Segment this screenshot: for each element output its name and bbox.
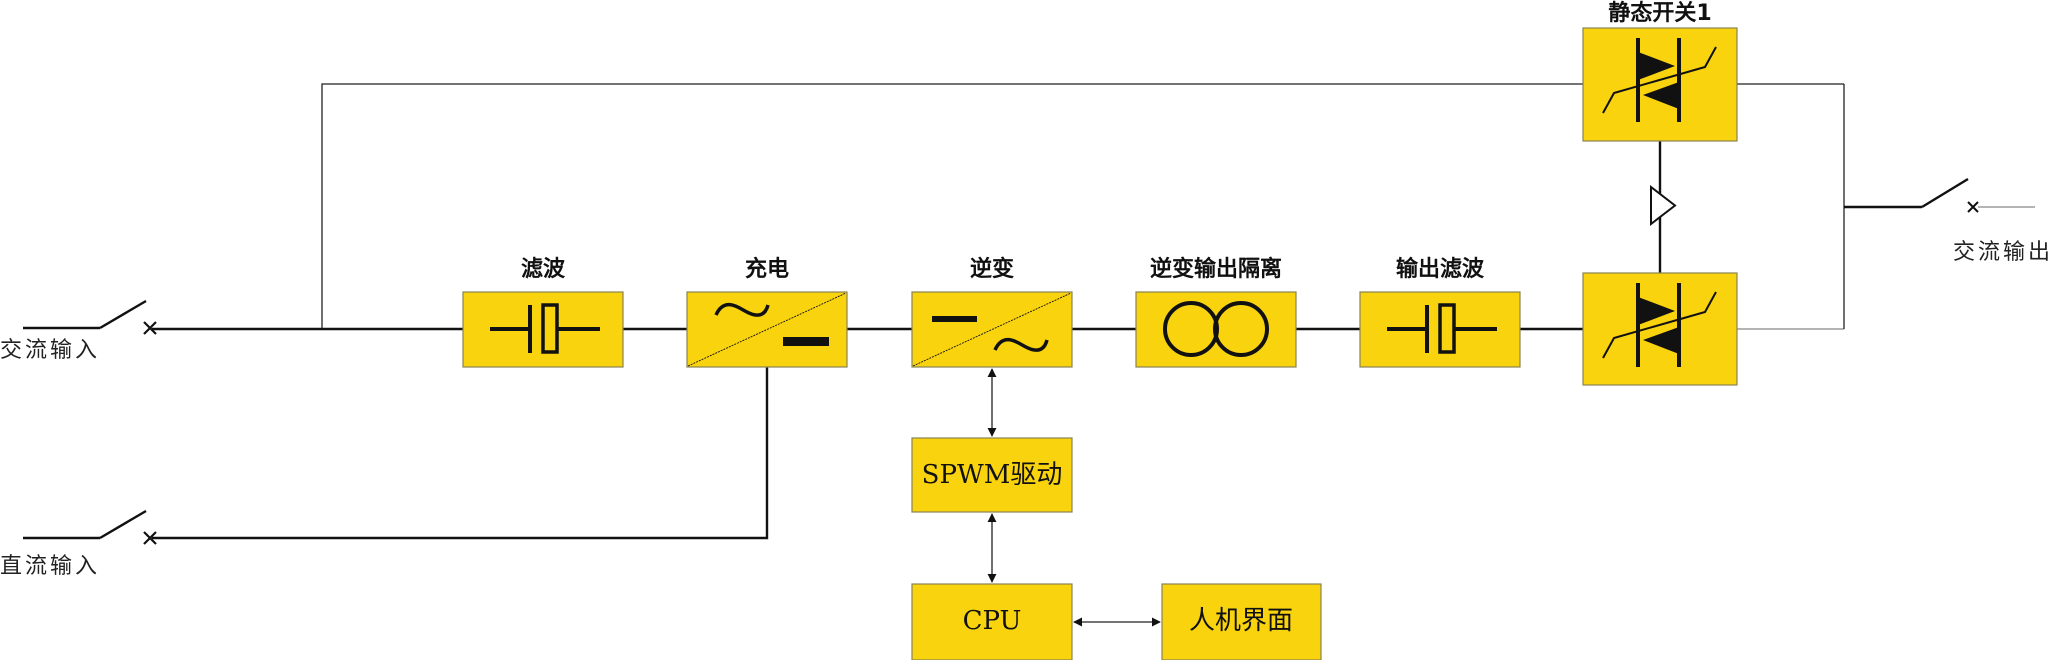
dc-input-label: 直流输入 <box>0 554 100 579</box>
wires <box>23 83 2035 627</box>
thyristor-switch-icon <box>1602 38 1717 122</box>
static-switch-1-block: 静态开关1 <box>1582 0 1738 142</box>
ac-dc-converter-icon <box>687 292 847 367</box>
inverter-block: 逆变 <box>911 256 1073 368</box>
output-filter-label: 输出滤波 <box>1396 256 1485 282</box>
dc-input-switch-icon <box>23 509 157 545</box>
output-filter-block: 输出滤波 <box>1359 256 1521 368</box>
cpu-block: CPU <box>911 583 1073 660</box>
ac-input-label: 交流输入 <box>0 338 100 363</box>
inverter-label: 逆变 <box>970 256 1014 282</box>
thyristor-switch-icon <box>1602 283 1717 367</box>
isolation-block: 逆变输出隔离 <box>1135 256 1297 368</box>
transformer-icon <box>1163 301 1269 357</box>
bypass-wire <box>321 83 1583 328</box>
ac-input-switch-icon <box>23 299 157 335</box>
hmi-label: 人机界面 <box>1189 606 1293 636</box>
hmi-block: 人机界面 <box>1161 583 1322 660</box>
spwm-label: SPWM驱动 <box>922 460 1063 490</box>
interlock-triangle-icon <box>1650 184 1677 227</box>
static-switch-1-label: 静态开关1 <box>1608 0 1711 26</box>
capacitor-filter-icon <box>490 303 600 354</box>
charger-label: 充电 <box>745 256 789 282</box>
cpu-label: CPU <box>963 606 1022 636</box>
dc-bus-wire <box>152 367 769 540</box>
filter-block: 滤波 <box>462 257 624 368</box>
filter-label: 滤波 <box>521 257 566 282</box>
charger-block: 充电 <box>686 256 848 368</box>
dc-ac-converter-icon <box>912 292 1072 367</box>
ac-output-switch-icon <box>1844 177 2035 213</box>
capacitor-filter-icon <box>1387 303 1497 354</box>
spwm-block: SPWM驱动 <box>911 437 1073 513</box>
static-switch-2-block <box>1582 272 1738 386</box>
isolation-label: 逆变输出隔离 <box>1150 256 1282 282</box>
ac-output-label: 交流输出 <box>1953 240 2053 265</box>
